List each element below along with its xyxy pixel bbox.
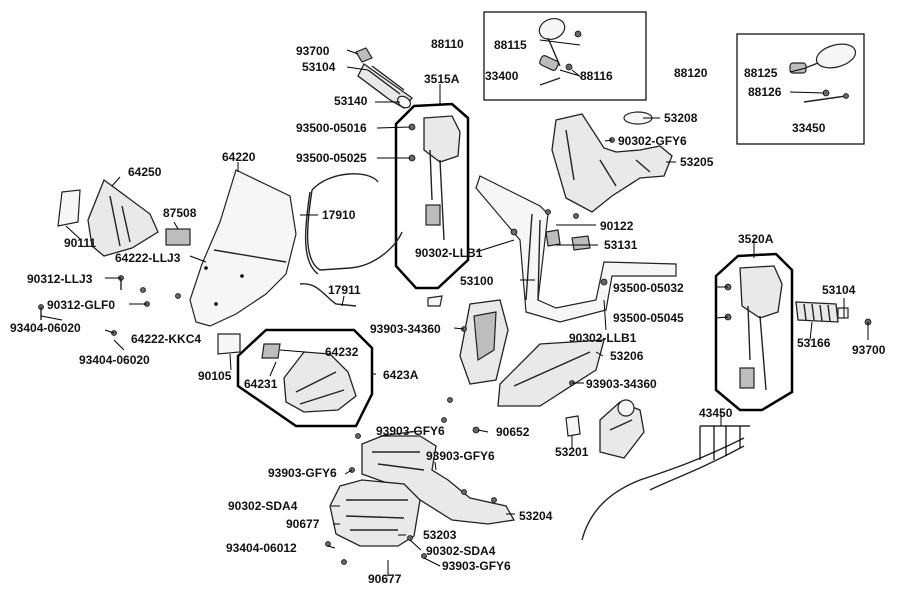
label-53203: 53203: [423, 528, 457, 542]
label-90302-GFY6-top: 90302-GFY6: [618, 134, 687, 148]
label-93500-05016: 93500-05016: [296, 121, 367, 135]
label-93404-06020-b: 93404-06020: [79, 353, 150, 367]
mirror-left-box: [483, 11, 647, 101]
label-88115: 88115: [494, 38, 527, 52]
label-53205: 53205: [680, 155, 714, 169]
label-93404-06012: 93404-06012: [226, 541, 297, 555]
label-93903-34360-left: 93903-34360: [370, 322, 441, 336]
label-90652: 90652: [496, 425, 530, 439]
label-90302-SDA4-left: 90302-SDA4: [228, 499, 298, 513]
windscreen: [189, 169, 297, 327]
label-90122: 90122: [600, 219, 634, 233]
handlebar-upper-cover: [551, 111, 673, 213]
leader-lines: [40, 39, 869, 576]
label-90677-a: 90677: [286, 517, 320, 531]
label-43450: 43450: [699, 406, 733, 420]
cable-43450: [581, 425, 750, 541]
label-17911: 17911: [328, 283, 361, 297]
seal-90111: [57, 189, 81, 227]
label-64232: 64232: [325, 345, 359, 359]
fasteners-left: [38, 275, 181, 336]
label-53100: 53100: [460, 274, 494, 288]
label-90312-LLJ3: 90312-LLJ3: [27, 272, 93, 286]
label-93404-06020-a: 93404-06020: [10, 321, 81, 335]
label-6423A: 6423A: [383, 368, 419, 382]
label-17910: 17910: [322, 208, 356, 222]
label-3520A: 3520A: [738, 232, 774, 246]
lower-panel-53203: [325, 479, 427, 565]
switch-assembly-left: [394, 102, 470, 290]
label-53166: 53166: [797, 336, 831, 350]
label-64222-KKC4: 64222-KKC4: [131, 332, 202, 346]
label-3515A: 3515A: [424, 72, 460, 86]
label-90111: 90111: [64, 236, 97, 250]
label-53131: 53131: [604, 238, 638, 252]
windscreen-bracket-64250: [87, 178, 159, 257]
label-53140: 53140: [334, 94, 368, 108]
label-93500-05032: 93500-05032: [613, 281, 684, 295]
label-64220: 64220: [222, 150, 256, 164]
label-93903-34360-right: 93903-34360: [586, 377, 657, 391]
label-90105: 90105: [198, 369, 232, 383]
switch-assembly-right: [714, 252, 794, 412]
label-93700-top: 93700: [296, 44, 330, 58]
label-88120: 88120: [674, 66, 708, 80]
label-93903-GFY6-d: 93903-GFY6: [442, 559, 511, 573]
label-88126: 88126: [748, 85, 782, 99]
label-33450: 33450: [792, 121, 826, 135]
label-53206: 53206: [610, 349, 644, 363]
label-93903-GFY6-c: 93903-GFY6: [268, 466, 337, 480]
label-90677-b: 90677: [368, 572, 402, 586]
label-64231: 64231: [244, 377, 278, 391]
label-88110: 88110: [431, 37, 464, 51]
label-53104-right: 53104: [822, 283, 856, 297]
label-53204: 53204: [519, 509, 553, 523]
seal-90105: [217, 333, 241, 355]
lower-panel-53204: [349, 433, 516, 525]
label-93903-GFY6-b: 93903-GFY6: [426, 449, 495, 463]
garnish-6423A: [236, 328, 374, 428]
mirror-right-box: [736, 33, 865, 145]
label-53208: 53208: [664, 111, 698, 125]
label-90312-GLF0: 90312-GLF0: [47, 298, 116, 312]
label-90302-SDA4-right: 90302-SDA4: [426, 544, 496, 558]
cables: [299, 173, 403, 307]
label-90302-LLB1-right: 90302-LLB1: [569, 331, 637, 345]
label-64250: 64250: [128, 165, 162, 179]
label-33400: 33400: [485, 69, 519, 83]
label-87508: 87508: [163, 206, 197, 220]
label-88125: 88125: [744, 66, 778, 80]
label-93500-05045: 93500-05045: [613, 311, 684, 325]
label-93903-GFY6-a: 93903-GFY6: [376, 424, 445, 438]
label-93500-05025: 93500-05025: [296, 151, 367, 165]
grip-right: [795, 301, 872, 326]
label-53104-top: 53104: [302, 60, 336, 74]
grip-left: [355, 47, 413, 109]
label-88116: 88116: [580, 69, 613, 83]
label-53201: 53201: [555, 445, 589, 459]
label-93700-right: 93700: [852, 343, 886, 357]
handlebar: [475, 175, 677, 323]
decal-87508: [165, 228, 191, 246]
label-64222-LLJ3: 64222-LLJ3: [115, 251, 181, 265]
label-90302-LLB1-left: 90302-LLB1: [415, 246, 483, 260]
lower-cover: [427, 295, 605, 407]
throttle-housing: [599, 399, 645, 459]
